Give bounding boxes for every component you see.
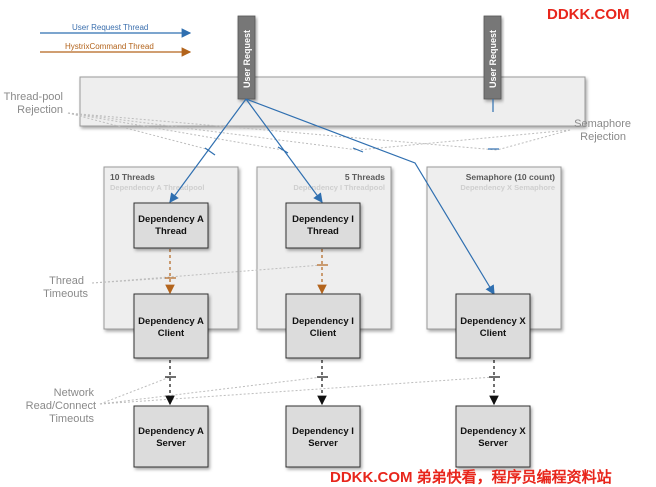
pool-x-subtitle: Dependency X Semaphore xyxy=(460,183,555,192)
pool-a-title: 10 Threads xyxy=(110,172,155,182)
threadpool-rejection-label-2: Rejection xyxy=(17,104,63,116)
client-a-box: Dependency A Client xyxy=(133,293,209,359)
network-timeouts-label-3: Timeouts xyxy=(49,413,94,425)
user-request-bar-2: User Request xyxy=(483,15,502,100)
server-i-box: Dependency I Server xyxy=(285,405,361,468)
server-a-line-2: Server xyxy=(156,438,186,449)
server-x-line-1: Dependency X xyxy=(460,426,526,437)
pool-a-subtitle: Dependency A Threadpool xyxy=(110,183,204,192)
server-x-line-2: Server xyxy=(478,438,508,449)
server-x-box: Dependency X Server xyxy=(455,405,531,468)
user-request-bar-1: User Request xyxy=(237,15,256,100)
hystrix-thread-arrows xyxy=(165,249,328,295)
server-a-box: Dependency A Server xyxy=(133,405,209,468)
user-request-label-1: User Request xyxy=(242,30,252,88)
semaphore-rejection-label-1: Semaphore xyxy=(574,118,631,130)
threadpool-rejection-label-1: Thread-pool xyxy=(4,91,63,103)
application-panel xyxy=(79,76,586,127)
legend-user-request: User Request Thread xyxy=(72,23,148,32)
server-a-line-1: Dependency A xyxy=(138,426,204,437)
thread-a-line-1: Dependency A xyxy=(138,214,204,225)
client-i-line-1: Dependency I xyxy=(292,316,354,327)
server-i-line-2: Server xyxy=(308,438,338,449)
network-timeouts-label-2: Read/Connect xyxy=(26,400,96,412)
thread-timeouts-label-2: Timeouts xyxy=(43,288,88,300)
legend: User Request Thread HystrixCommand Threa… xyxy=(40,23,192,57)
pool-i-subtitle: Dependency I Threadpool xyxy=(293,183,385,192)
pool-x-title: Semaphore (10 count) xyxy=(466,172,555,182)
thread-a-line-2: Thread xyxy=(155,226,187,237)
brand-top: DDKK.COM xyxy=(547,6,630,23)
thread-timeouts-label-1: Thread xyxy=(49,275,84,287)
client-x-line-1: Dependency X xyxy=(460,316,526,327)
network-arrows xyxy=(165,360,500,406)
thread-i-line-1: Dependency I xyxy=(292,214,354,225)
thread-i-line-2: Thread xyxy=(307,226,339,237)
thread-i-box: Dependency I Thread xyxy=(285,202,361,249)
thread-a-box: Dependency A Thread xyxy=(133,202,209,249)
client-i-box: Dependency I Client xyxy=(285,293,361,359)
semaphore-rejection-label-2: Rejection xyxy=(580,131,626,143)
rejection-ticks xyxy=(204,146,499,156)
client-i-line-2: Client xyxy=(310,328,337,339)
brand-bottom: DDKK.COM 弟弟快看，程序员编程资料站 xyxy=(330,468,612,486)
pool-i-title: 5 Threads xyxy=(345,172,385,182)
client-a-line-1: Dependency A xyxy=(138,316,204,327)
client-a-line-2: Client xyxy=(158,328,185,339)
legend-hystrix-command: HystrixCommand Thread xyxy=(65,42,154,51)
client-x-box: Dependency X Client xyxy=(455,293,531,359)
server-i-line-1: Dependency I xyxy=(292,426,354,437)
client-x-line-2: Client xyxy=(480,328,507,339)
user-request-label-2: User Request xyxy=(488,30,498,88)
network-timeouts-label-1: Network xyxy=(54,387,95,399)
